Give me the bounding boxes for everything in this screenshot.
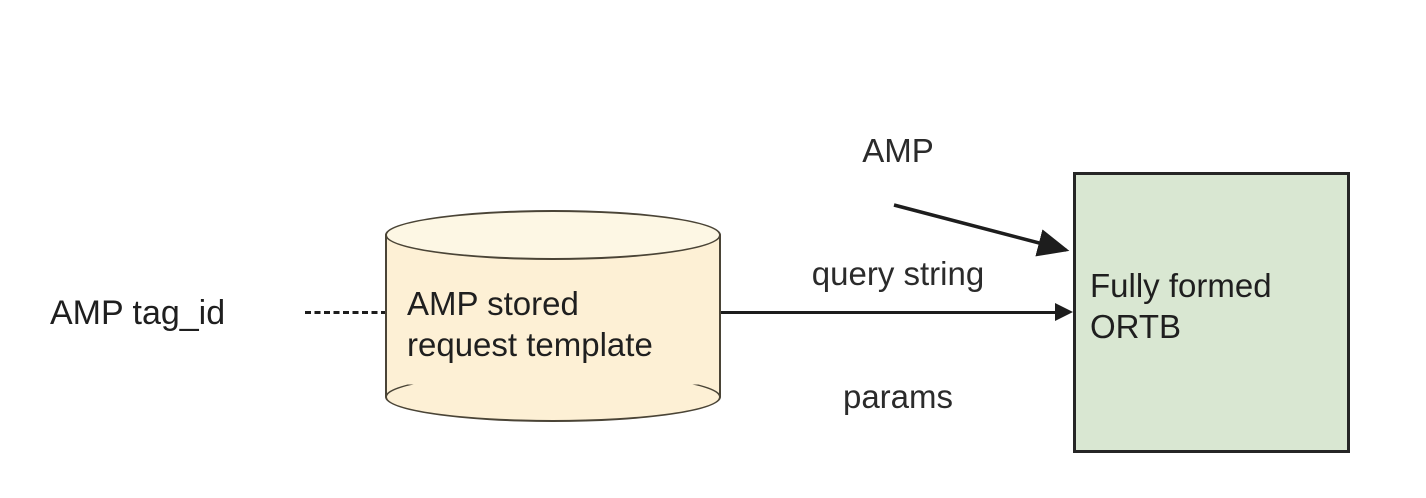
qs-label-line2: query string (811, 255, 985, 292)
ortb-box-label-line1: Fully formed (1090, 267, 1272, 304)
dashed-connector-line (305, 311, 387, 314)
qs-label-line3: params (842, 378, 954, 415)
cylinder-label: AMP stored request template (407, 283, 707, 365)
qs-label-line1: AMP (862, 132, 934, 169)
ortb-box-label-line2: ORTB (1090, 308, 1182, 345)
diagonal-arrow-line (893, 203, 1070, 257)
amp-tag-id-label: AMP tag_id (50, 294, 226, 332)
arrow-head-icon (1055, 303, 1073, 321)
arrow-shaft (721, 311, 1059, 314)
cylinder-label-line1: AMP stored (407, 285, 579, 322)
ortb-box-label: Fully formed ORTB (1090, 265, 1340, 347)
cylinder-label-line2: request template (407, 326, 653, 363)
amp-stored-request-cylinder: AMP stored request template (385, 210, 721, 422)
query-params-to-ortb-arrow (893, 203, 1070, 257)
fully-formed-ortb-box: Fully formed ORTB (1073, 172, 1350, 453)
amp-query-string-params-label: AMP query string params (798, 48, 998, 498)
cylinder-body (385, 235, 721, 397)
cylinder-to-ortb-arrow (721, 303, 1073, 321)
cylinder-top-cap (385, 210, 721, 260)
